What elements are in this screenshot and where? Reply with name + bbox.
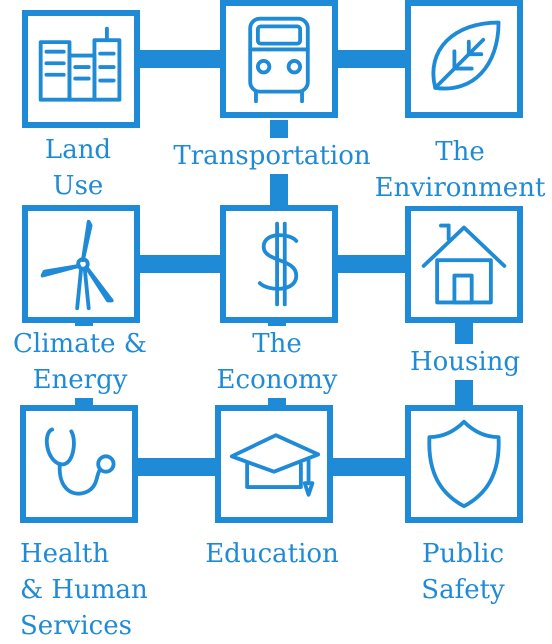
wind-turbine-icon bbox=[40, 219, 114, 311]
label-land-use: Land Use bbox=[42, 132, 114, 204]
tile-housing bbox=[405, 205, 523, 323]
dollar-sign-icon bbox=[257, 221, 299, 307]
label-public-safety: Public Safety bbox=[419, 536, 507, 608]
label-line: Environment bbox=[374, 173, 546, 203]
tile-land-use bbox=[22, 10, 140, 128]
connector-education-safety bbox=[320, 458, 420, 476]
label-line: Energy bbox=[32, 365, 128, 395]
tile-economy bbox=[220, 205, 338, 323]
label-line: Land bbox=[44, 135, 112, 165]
connector-health-education bbox=[128, 458, 228, 476]
label-line: & Human bbox=[20, 575, 148, 605]
tile-public-safety bbox=[405, 405, 523, 523]
label-economy: The Economy bbox=[214, 326, 340, 398]
label-line: Services bbox=[20, 611, 132, 641]
tile-education bbox=[215, 405, 333, 523]
connector-transport-environment bbox=[330, 50, 420, 68]
label-line: Transportation bbox=[173, 141, 371, 171]
label-line: Safety bbox=[421, 575, 505, 605]
connector-climate-economy bbox=[130, 255, 230, 273]
tile-climate-energy bbox=[22, 205, 140, 323]
house-icon bbox=[421, 223, 507, 305]
leaf-icon bbox=[431, 20, 501, 91]
connector-land-transport bbox=[130, 50, 220, 68]
label-line: Education bbox=[205, 539, 339, 569]
tile-transportation bbox=[220, 0, 338, 118]
label-environment: The Environment bbox=[372, 134, 548, 206]
label-line: Housing bbox=[409, 347, 521, 377]
shield-icon bbox=[427, 419, 501, 509]
label-line: Economy bbox=[216, 365, 338, 395]
bus-icon bbox=[248, 16, 310, 104]
connector-economy-housing bbox=[330, 255, 420, 273]
tile-health bbox=[20, 405, 138, 523]
label-housing: Housing bbox=[407, 344, 523, 380]
label-climate-energy: Climate & Energy bbox=[11, 326, 149, 398]
label-health: Health & Human Services bbox=[18, 536, 150, 644]
label-line: Public bbox=[421, 539, 505, 569]
label-transportation: Transportation bbox=[171, 138, 373, 174]
tile-environment bbox=[405, 0, 523, 118]
stethoscope-icon bbox=[44, 427, 116, 496]
graduation-cap-icon bbox=[229, 433, 321, 497]
label-line: Climate & bbox=[13, 329, 147, 359]
buildings-icon bbox=[38, 26, 122, 102]
label-line: Use bbox=[52, 171, 104, 201]
label-line: The bbox=[252, 329, 302, 359]
label-education: Education bbox=[203, 536, 341, 572]
label-line: Health bbox=[20, 539, 110, 569]
label-line: The bbox=[435, 137, 485, 167]
